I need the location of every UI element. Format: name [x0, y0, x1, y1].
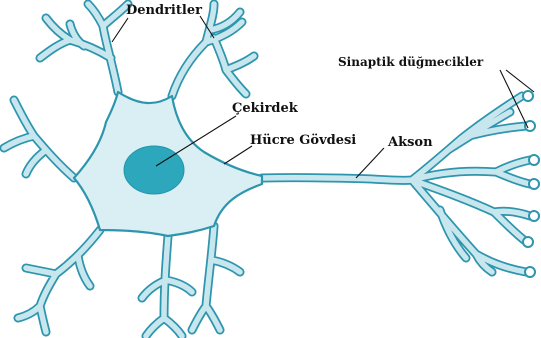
nucleus — [124, 146, 184, 194]
synaptic-knob — [523, 237, 533, 247]
synaptic-knob — [529, 211, 539, 221]
synaptic-knob — [523, 91, 533, 101]
synaptic-knob — [525, 267, 535, 277]
neuron — [4, 4, 539, 336]
label-axon: Akson — [387, 135, 433, 150]
label-nucleus: Çekirdek — [232, 101, 299, 116]
synaptic-knob — [529, 155, 539, 165]
label-cell-body: Hücre Gövdesi — [250, 133, 356, 148]
label-synaptic-knobs: Sinaptik düğmecikler — [338, 55, 484, 69]
leader-synaptic-knob-2 — [506, 70, 534, 92]
label-dendrites: Dendritler — [126, 3, 202, 18]
leader-axon — [356, 148, 384, 178]
synaptic-knob — [529, 179, 539, 189]
leader-cell-body — [224, 146, 252, 164]
